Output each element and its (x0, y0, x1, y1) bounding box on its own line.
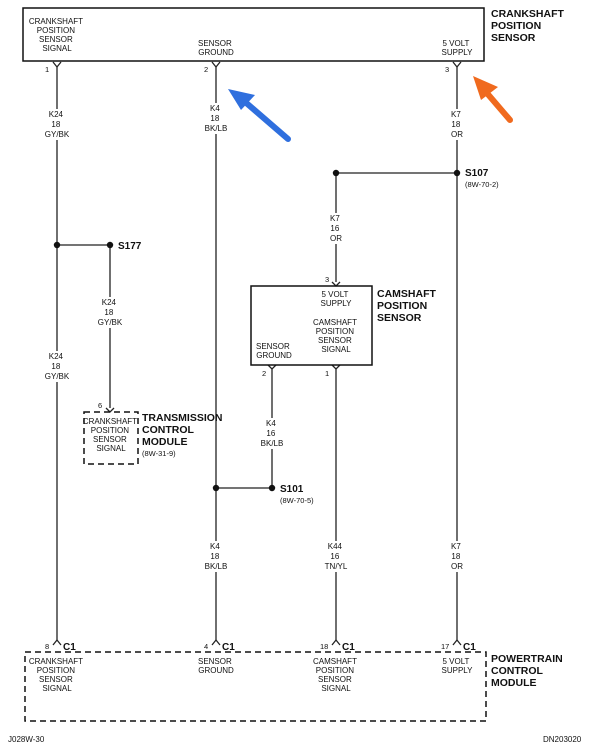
pcm-connector-label: C1 (222, 642, 235, 653)
terminal-pcm-4 (211, 638, 221, 646)
splice-s107-label: S107 (465, 168, 489, 179)
wire-label-k4-top: K4 18 BK/LB (205, 104, 228, 133)
ckp-pin1-label: CRANKSHAFT POSITION SENSOR SIGNAL (29, 17, 85, 53)
ckp-pin3-label: 5 VOLT SUPPLY (442, 39, 474, 57)
splice-s177-label: S177 (118, 241, 142, 252)
wire-label-k4-cmp: K4 16 BK/LB (261, 419, 284, 448)
powertrain-control-module: 8 C1 4 C1 18 C1 17 C1 CRANKSHAFT POSITIO… (24, 642, 566, 722)
splice-dots (53, 169, 461, 492)
pcm-pin8-number: 8 (45, 642, 49, 651)
cmp-sensor-box (250, 285, 373, 366)
tcm-pin6-label: CRANKSHAFT POSITION SENSOR SIGNAL (83, 417, 139, 453)
tcm-box (83, 411, 139, 465)
pcm-pin8-label: CRANKSHAFT POSITION SENSOR SIGNAL (29, 657, 85, 693)
splice-s107-ref: (8W-70-2) (465, 180, 499, 189)
ckp-sensor-box (22, 7, 485, 62)
terminal-cmp-2 (267, 364, 277, 370)
terminal-pcm-17 (452, 638, 462, 646)
cmp-title: CAMSHAFT POSITION SENSOR (377, 288, 439, 324)
cmp-pin1-label: CAMSHAFT POSITION SENSOR SIGNAL (313, 318, 359, 354)
ckp-pin3-number: 3 (445, 65, 449, 74)
ckp-pin2-label: SENSOR GROUND (198, 39, 234, 57)
pcm-pin4-number: 4 (204, 642, 208, 651)
pcm-title: POWERTRAIN CONTROL MODULE (491, 653, 566, 689)
ckp-title: CRANKSHAFT POSITION SENSOR (491, 8, 567, 44)
wire-label-k24-tcm: K24 18 GY/BK (98, 298, 123, 327)
blue-arrow-head (228, 89, 255, 110)
wire-label-k7-bottom: K7 18 OR (451, 542, 463, 571)
ckp-pin2-number: 2 (204, 65, 208, 74)
orange-arrow-head (473, 76, 498, 100)
tcm-ref: (8W-31-9) (142, 449, 176, 458)
camshaft-position-sensor: 3 5 VOLT SUPPLY SENSOR GROUND CAMSHAFT P… (250, 275, 439, 378)
wire-label-k44: K44 16 TN/YL (325, 542, 348, 571)
wire-labels: K24 18 GY/BK K4 18 BK/LB K7 18 OR K7 16 … (45, 103, 469, 572)
pcm-pin17-number: 17 (441, 642, 449, 651)
cmp-pin3-number: 3 (325, 275, 329, 284)
terminal-pcm-18 (331, 638, 341, 646)
footer-right-code: DN203020 (543, 735, 582, 744)
splice-dot-s177-main (53, 241, 61, 249)
terminal-cmp-1 (331, 364, 341, 370)
wire-label-k7-cmp: K7 16 OR (330, 214, 342, 243)
splice-s101-ref: (8W-70-5) (280, 496, 314, 505)
pcm-connector-label: C1 (342, 642, 355, 653)
splice-dot-s107 (453, 169, 461, 177)
tcm-title: TRANSMISSION CONTROL MODULE (142, 412, 225, 448)
cmp-pin3-label: 5 VOLT SUPPLY (321, 290, 353, 308)
pcm-connector-label: C1 (63, 642, 76, 653)
wire-label-k24-mid: K24 18 GY/BK (45, 352, 70, 381)
pcm-connector-label: C1 (463, 642, 476, 653)
cmp-pin1-number: 1 (325, 369, 329, 378)
terminal-ckp-2 (211, 61, 221, 69)
cmp-pin2-number: 2 (262, 369, 266, 378)
pcm-pin18-number: 18 (320, 642, 328, 651)
terminal-pcm-8 (52, 638, 62, 646)
pcm-pin18-label: CAMSHAFT POSITION SENSOR SIGNAL (313, 657, 359, 693)
splice-s101-label: S101 (280, 484, 304, 495)
blue-arrow (241, 98, 291, 142)
transmission-control-module: 6 CRANKSHAFT POSITION SENSOR SIGNAL TRAN… (83, 401, 225, 465)
footer-left-code: J028W-30 (8, 735, 45, 744)
terminal-ckp-3 (452, 61, 462, 69)
ckp-pin1-number: 1 (45, 65, 49, 74)
wire-label-k7-top: K7 18 OR (451, 110, 463, 139)
pcm-box (24, 651, 487, 722)
pcm-pin4-label: SENSOR GROUND (198, 657, 234, 675)
splice-dot-s107-end (332, 169, 340, 177)
splice-dot-s177 (106, 241, 114, 249)
splice-dot-s101 (268, 484, 276, 492)
wire-label-k24-top: K24 18 GY/BK (45, 110, 70, 139)
terminal-ckp-1 (52, 61, 62, 69)
orange-arrow (483, 89, 513, 123)
blue-arrow-shaft (241, 98, 291, 142)
crankshaft-position-sensor: CRANKSHAFT POSITION SENSOR SIGNAL SENSOR… (22, 7, 567, 74)
tcm-pin6-number: 6 (98, 401, 102, 410)
orange-arrow-shaft (483, 89, 513, 123)
wire-label-k4-bottom: K4 18 BK/LB (205, 542, 228, 571)
splice-dot-s101-main (212, 484, 220, 492)
cmp-pin2-label: SENSOR GROUND (256, 342, 292, 360)
pcm-pin17-label: 5 VOLT SUPPLY (442, 657, 474, 675)
